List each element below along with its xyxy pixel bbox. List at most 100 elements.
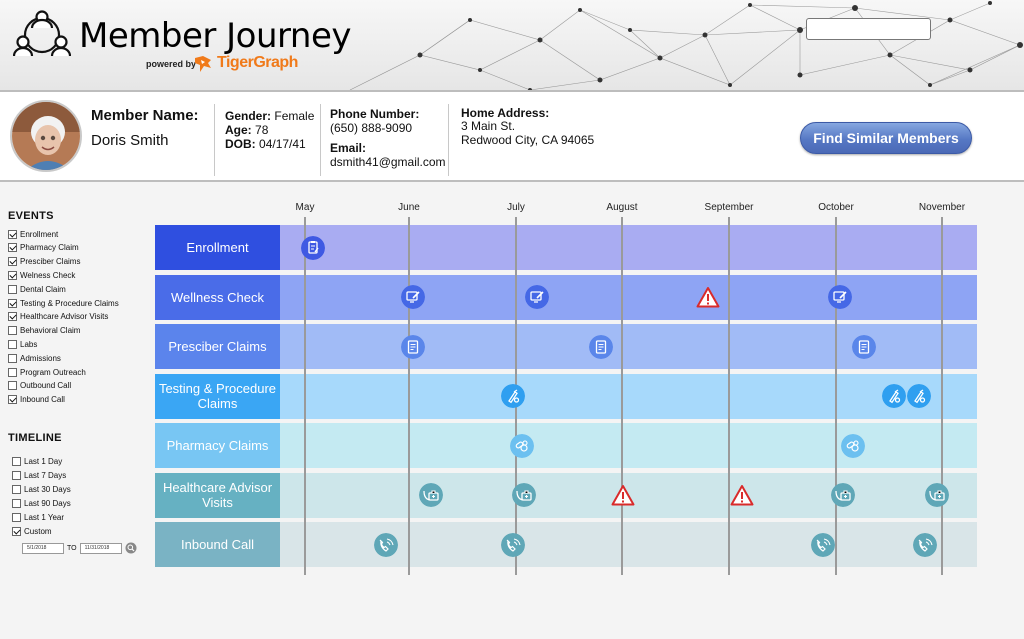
timeline-band: [280, 423, 977, 468]
age-label: Age:: [225, 123, 252, 137]
monitor-pen-icon[interactable]: [525, 285, 550, 309]
timeline-row-label[interactable]: Pharmacy Claims: [155, 423, 280, 468]
timeline-filter-checkbox-row[interactable]: Last 1 Day: [12, 455, 62, 467]
timeline-filter-checkbox[interactable]: [12, 484, 21, 494]
warning-icon[interactable]: [730, 484, 754, 506]
event-filter-checkbox-row[interactable]: Testing & Procedure Claims: [8, 297, 119, 309]
event-filter-checkbox[interactable]: [8, 284, 17, 294]
event-filter-checkbox-row[interactable]: Admissions: [8, 352, 61, 364]
event-filter-checkbox[interactable]: [8, 353, 17, 363]
timeline-row-label[interactable]: Wellness Check: [155, 274, 280, 320]
month-gridline: [621, 217, 623, 575]
timeline-filter-checkbox-row[interactable]: Custom: [12, 525, 52, 537]
doctor-bag-icon[interactable]: [419, 483, 444, 507]
event-filter-checkbox-label: Enrollment: [20, 229, 59, 239]
event-filter-checkbox-label: Pharmacy Claim: [20, 243, 79, 253]
event-filter-checkbox[interactable]: [8, 298, 17, 308]
event-filter-checkbox-row[interactable]: Inbound Call: [8, 394, 65, 406]
email-label: Email:: [330, 141, 367, 155]
event-filter-checkbox[interactable]: [8, 381, 17, 391]
timeline-band: [280, 225, 977, 270]
find-similar-members-button[interactable]: Find Similar Members: [800, 122, 972, 154]
tigergraph-logo-icon: [195, 56, 211, 72]
timeline-row-label[interactable]: Enrollment: [155, 225, 280, 270]
timeline-filter-checkbox-row[interactable]: Last 90 Days: [12, 497, 71, 509]
event-filter-checkbox[interactable]: [8, 326, 17, 336]
phone-in-icon[interactable]: [913, 532, 938, 557]
event-filter-checkbox-row[interactable]: Labs: [8, 338, 37, 350]
monitor-pen-icon[interactable]: [401, 285, 426, 309]
warning-icon[interactable]: [696, 286, 720, 308]
event-filter-checkbox-label: Dental Claim: [20, 284, 66, 294]
gender-label: Gender:: [225, 109, 272, 123]
timeline-filter-checkbox[interactable]: [12, 456, 21, 466]
phone-in-icon[interactable]: [500, 532, 525, 557]
timeline-row-label[interactable]: Presciber Claims: [155, 324, 280, 369]
timeline-filter-checkbox[interactable]: [12, 470, 21, 480]
timeline-row-label[interactable]: Healthcare Advisor Visits: [155, 472, 280, 518]
warning-icon[interactable]: [611, 484, 635, 506]
event-filter-checkbox-label: Testing & Procedure Claims: [20, 298, 119, 308]
network-graph-decoration: [349, 1, 1023, 90]
divider: [214, 104, 215, 176]
event-filter-checkbox-label: Welness Check: [20, 270, 76, 280]
timeline-filter-checkbox[interactable]: [12, 526, 21, 536]
phone-in-icon[interactable]: [811, 532, 836, 557]
timeline-filter-checkbox-row[interactable]: Last 30 Days: [12, 483, 71, 495]
apply-date-icon[interactable]: [125, 542, 137, 554]
timeline-row-label[interactable]: Testing & Procedure Claims: [155, 373, 280, 419]
timeline-filter-checkbox-row[interactable]: Last 7 Days: [12, 469, 66, 481]
timeline-row-label[interactable]: Inbound Call: [155, 522, 280, 567]
test-tube-icon[interactable]: [500, 384, 525, 408]
event-filter-checkbox[interactable]: [8, 367, 17, 377]
event-filter-checkbox-row[interactable]: Presciber Claims: [8, 256, 80, 268]
doctor-bag-icon[interactable]: [924, 483, 949, 507]
event-filter-checkbox[interactable]: [8, 257, 17, 267]
date-to-label: TO: [67, 544, 77, 552]
prescription-icon[interactable]: [851, 334, 876, 359]
phone-in-icon[interactable]: [374, 532, 399, 557]
header-bar: Member Journey powered by TigerGraph: [0, 0, 1024, 90]
event-filter-checkbox-row[interactable]: Healthcare Advisor Visits: [8, 311, 108, 323]
email-value: dsmith41@gmail.com: [330, 155, 446, 169]
event-filter-checkbox-row[interactable]: Behavioral Claim: [8, 325, 80, 337]
event-filter-checkbox[interactable]: [8, 229, 17, 239]
pills-icon[interactable]: [510, 433, 535, 458]
month-label: June: [398, 202, 420, 213]
event-filter-checkbox-label: Outbound Call: [20, 381, 72, 391]
event-filter-checkbox-row[interactable]: Dental Claim: [8, 283, 66, 295]
event-filter-checkbox-row[interactable]: Outbound Call: [8, 380, 71, 392]
event-filter-checkbox[interactable]: [8, 243, 17, 253]
clipboard-pen-icon[interactable]: [301, 235, 326, 260]
event-filter-checkbox-row[interactable]: Pharmacy Claim: [8, 242, 79, 254]
timeline-filter-checkbox-label: Last 7 Days: [24, 470, 67, 480]
event-filter-checkbox[interactable]: [8, 395, 17, 405]
timeline-filter-checkbox-row[interactable]: Last 1 Year: [12, 511, 64, 523]
search-input[interactable]: [806, 18, 931, 40]
prescription-icon[interactable]: [401, 334, 426, 359]
event-filter-checkbox-row[interactable]: Enrollment: [8, 228, 58, 240]
monitor-pen-icon[interactable]: [828, 285, 853, 309]
event-filter-checkbox-label: Behavioral Claim: [20, 326, 81, 336]
timeline-filter-checkbox[interactable]: [12, 498, 21, 508]
doctor-bag-icon[interactable]: [831, 483, 856, 507]
timeline-filter-checkbox-label: Custom: [24, 526, 52, 536]
test-tube-icon[interactable]: [906, 384, 931, 408]
event-filter-checkbox-row[interactable]: Program Outreach: [8, 366, 86, 378]
member-info-panel: Member Name: Doris Smith Gender: Female …: [0, 90, 1024, 182]
doctor-bag-icon[interactable]: [512, 483, 537, 507]
event-filter-checkbox[interactable]: [8, 339, 17, 349]
timeline-filter-checkbox[interactable]: [12, 512, 21, 522]
event-filter-checkbox[interactable]: [8, 312, 17, 322]
month-gridline: [408, 217, 410, 575]
test-tube-icon[interactable]: [882, 384, 907, 408]
event-filter-checkbox-label: Labs: [20, 339, 38, 349]
prescription-icon[interactable]: [588, 334, 613, 359]
date-to-input[interactable]: 11/31/2018: [79, 542, 122, 554]
date-from-input[interactable]: 5/1/2018: [22, 542, 64, 554]
address-line1: 3 Main St.: [461, 119, 516, 133]
event-filter-checkbox-row[interactable]: Welness Check: [8, 269, 75, 281]
pills-icon[interactable]: [840, 433, 865, 458]
event-filter-checkbox[interactable]: [8, 270, 17, 280]
